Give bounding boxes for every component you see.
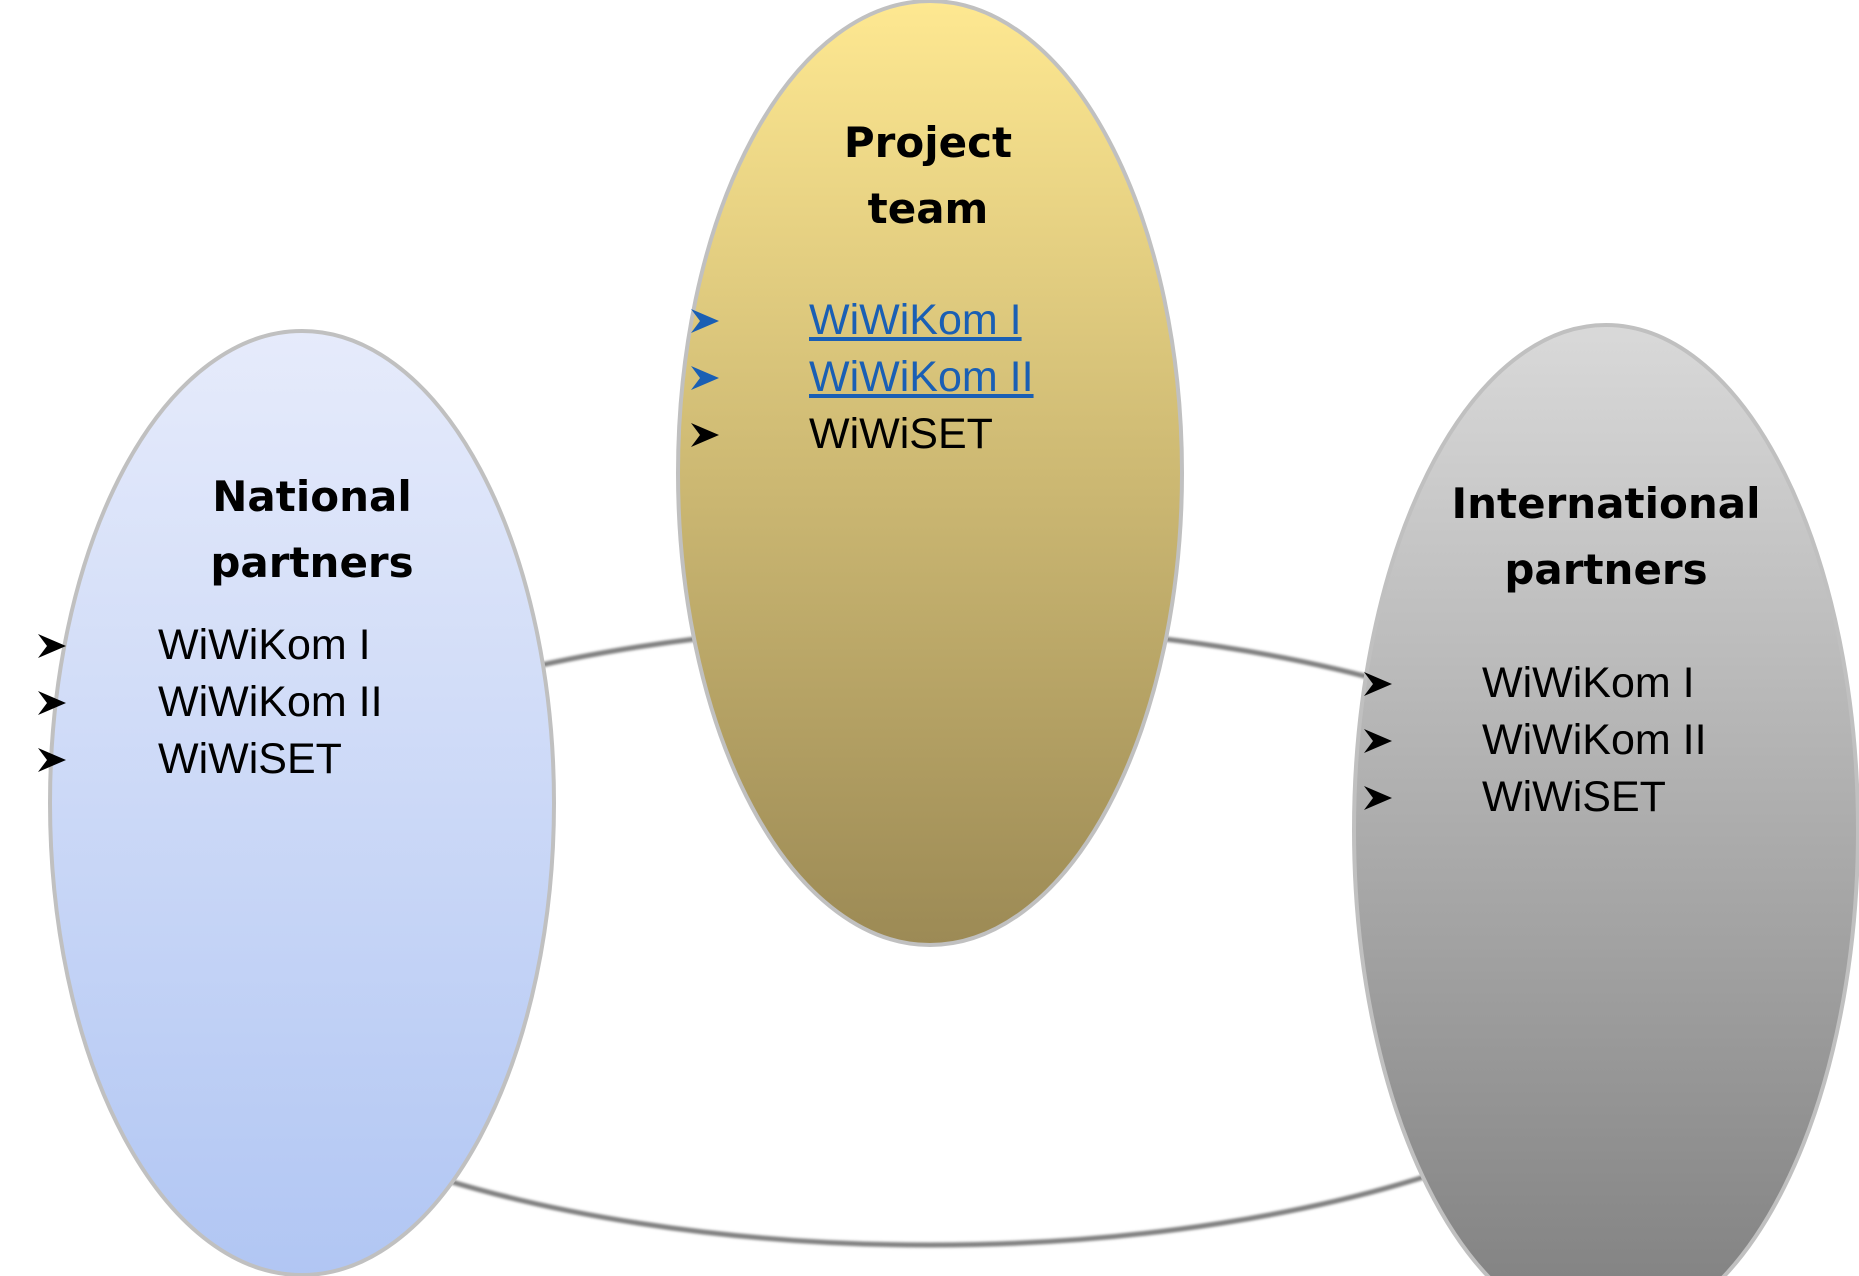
arrowhead-bullet-icon (685, 406, 725, 463)
list-item: WiWiKom I (28, 617, 448, 674)
list-item: WiWiSET (28, 731, 448, 788)
project-team-item-label[interactable]: WiWiKom II (809, 353, 1034, 401)
international-partners-ellipse (1352, 323, 1859, 1276)
arrowhead-bullet-icon (685, 349, 725, 406)
international-partners-title: International partners (1436, 471, 1776, 603)
national-partners-item-label: WiWiKom II (158, 678, 383, 726)
list-item: WiWiSET (681, 406, 1101, 463)
arrowhead-bullet-icon (1358, 655, 1398, 712)
arrowhead-bullet-icon (685, 292, 725, 349)
project-team-ellipse (676, 0, 1184, 947)
list-item: WiWiSET (1354, 769, 1774, 826)
international-partners-title-line2: partners (1504, 545, 1708, 594)
international-partners-item-label: WiWiKom I (1482, 659, 1695, 707)
arrowhead-bullet-icon (1358, 769, 1398, 826)
list-item[interactable]: WiWiKom II (681, 349, 1101, 406)
national-partners-item-label: WiWiSET (158, 735, 342, 783)
project-team-title-line2: team (867, 184, 989, 233)
international-partners-item-label: WiWiSET (1482, 773, 1666, 821)
national-partners-title: National partners (184, 464, 440, 596)
list-item: WiWiKom II (1354, 712, 1774, 769)
national-partners-ellipse (48, 329, 556, 1276)
arrowhead-bullet-icon (32, 674, 72, 731)
international-partners-list: WiWiKom I WiWiKom II WiWiSET (1354, 655, 1774, 826)
arrowhead-bullet-icon (1358, 712, 1398, 769)
national-partners-item-label: WiWiKom I (158, 621, 371, 669)
project-team-list: WiWiKom I WiWiKom II WiWiSET (681, 292, 1101, 463)
international-partners-title-line1: International (1451, 479, 1761, 528)
project-team-title: Project team (780, 110, 1076, 242)
project-team-item-label[interactable]: WiWiKom I (809, 296, 1022, 344)
arrowhead-bullet-icon (32, 731, 72, 788)
list-item: WiWiKom II (28, 674, 448, 731)
international-partners-item-label: WiWiKom II (1482, 716, 1707, 764)
arrowhead-bullet-icon (32, 617, 72, 674)
project-team-item-label: WiWiSET (809, 410, 993, 458)
national-partners-title-line2: partners (210, 538, 414, 587)
list-item: WiWiKom I (1354, 655, 1774, 712)
national-partners-list: WiWiKom I WiWiKom II WiWiSET (28, 617, 448, 788)
national-partners-title-line1: National (212, 472, 412, 521)
project-team-title-line1: Project (843, 118, 1013, 167)
list-item[interactable]: WiWiKom I (681, 292, 1101, 349)
